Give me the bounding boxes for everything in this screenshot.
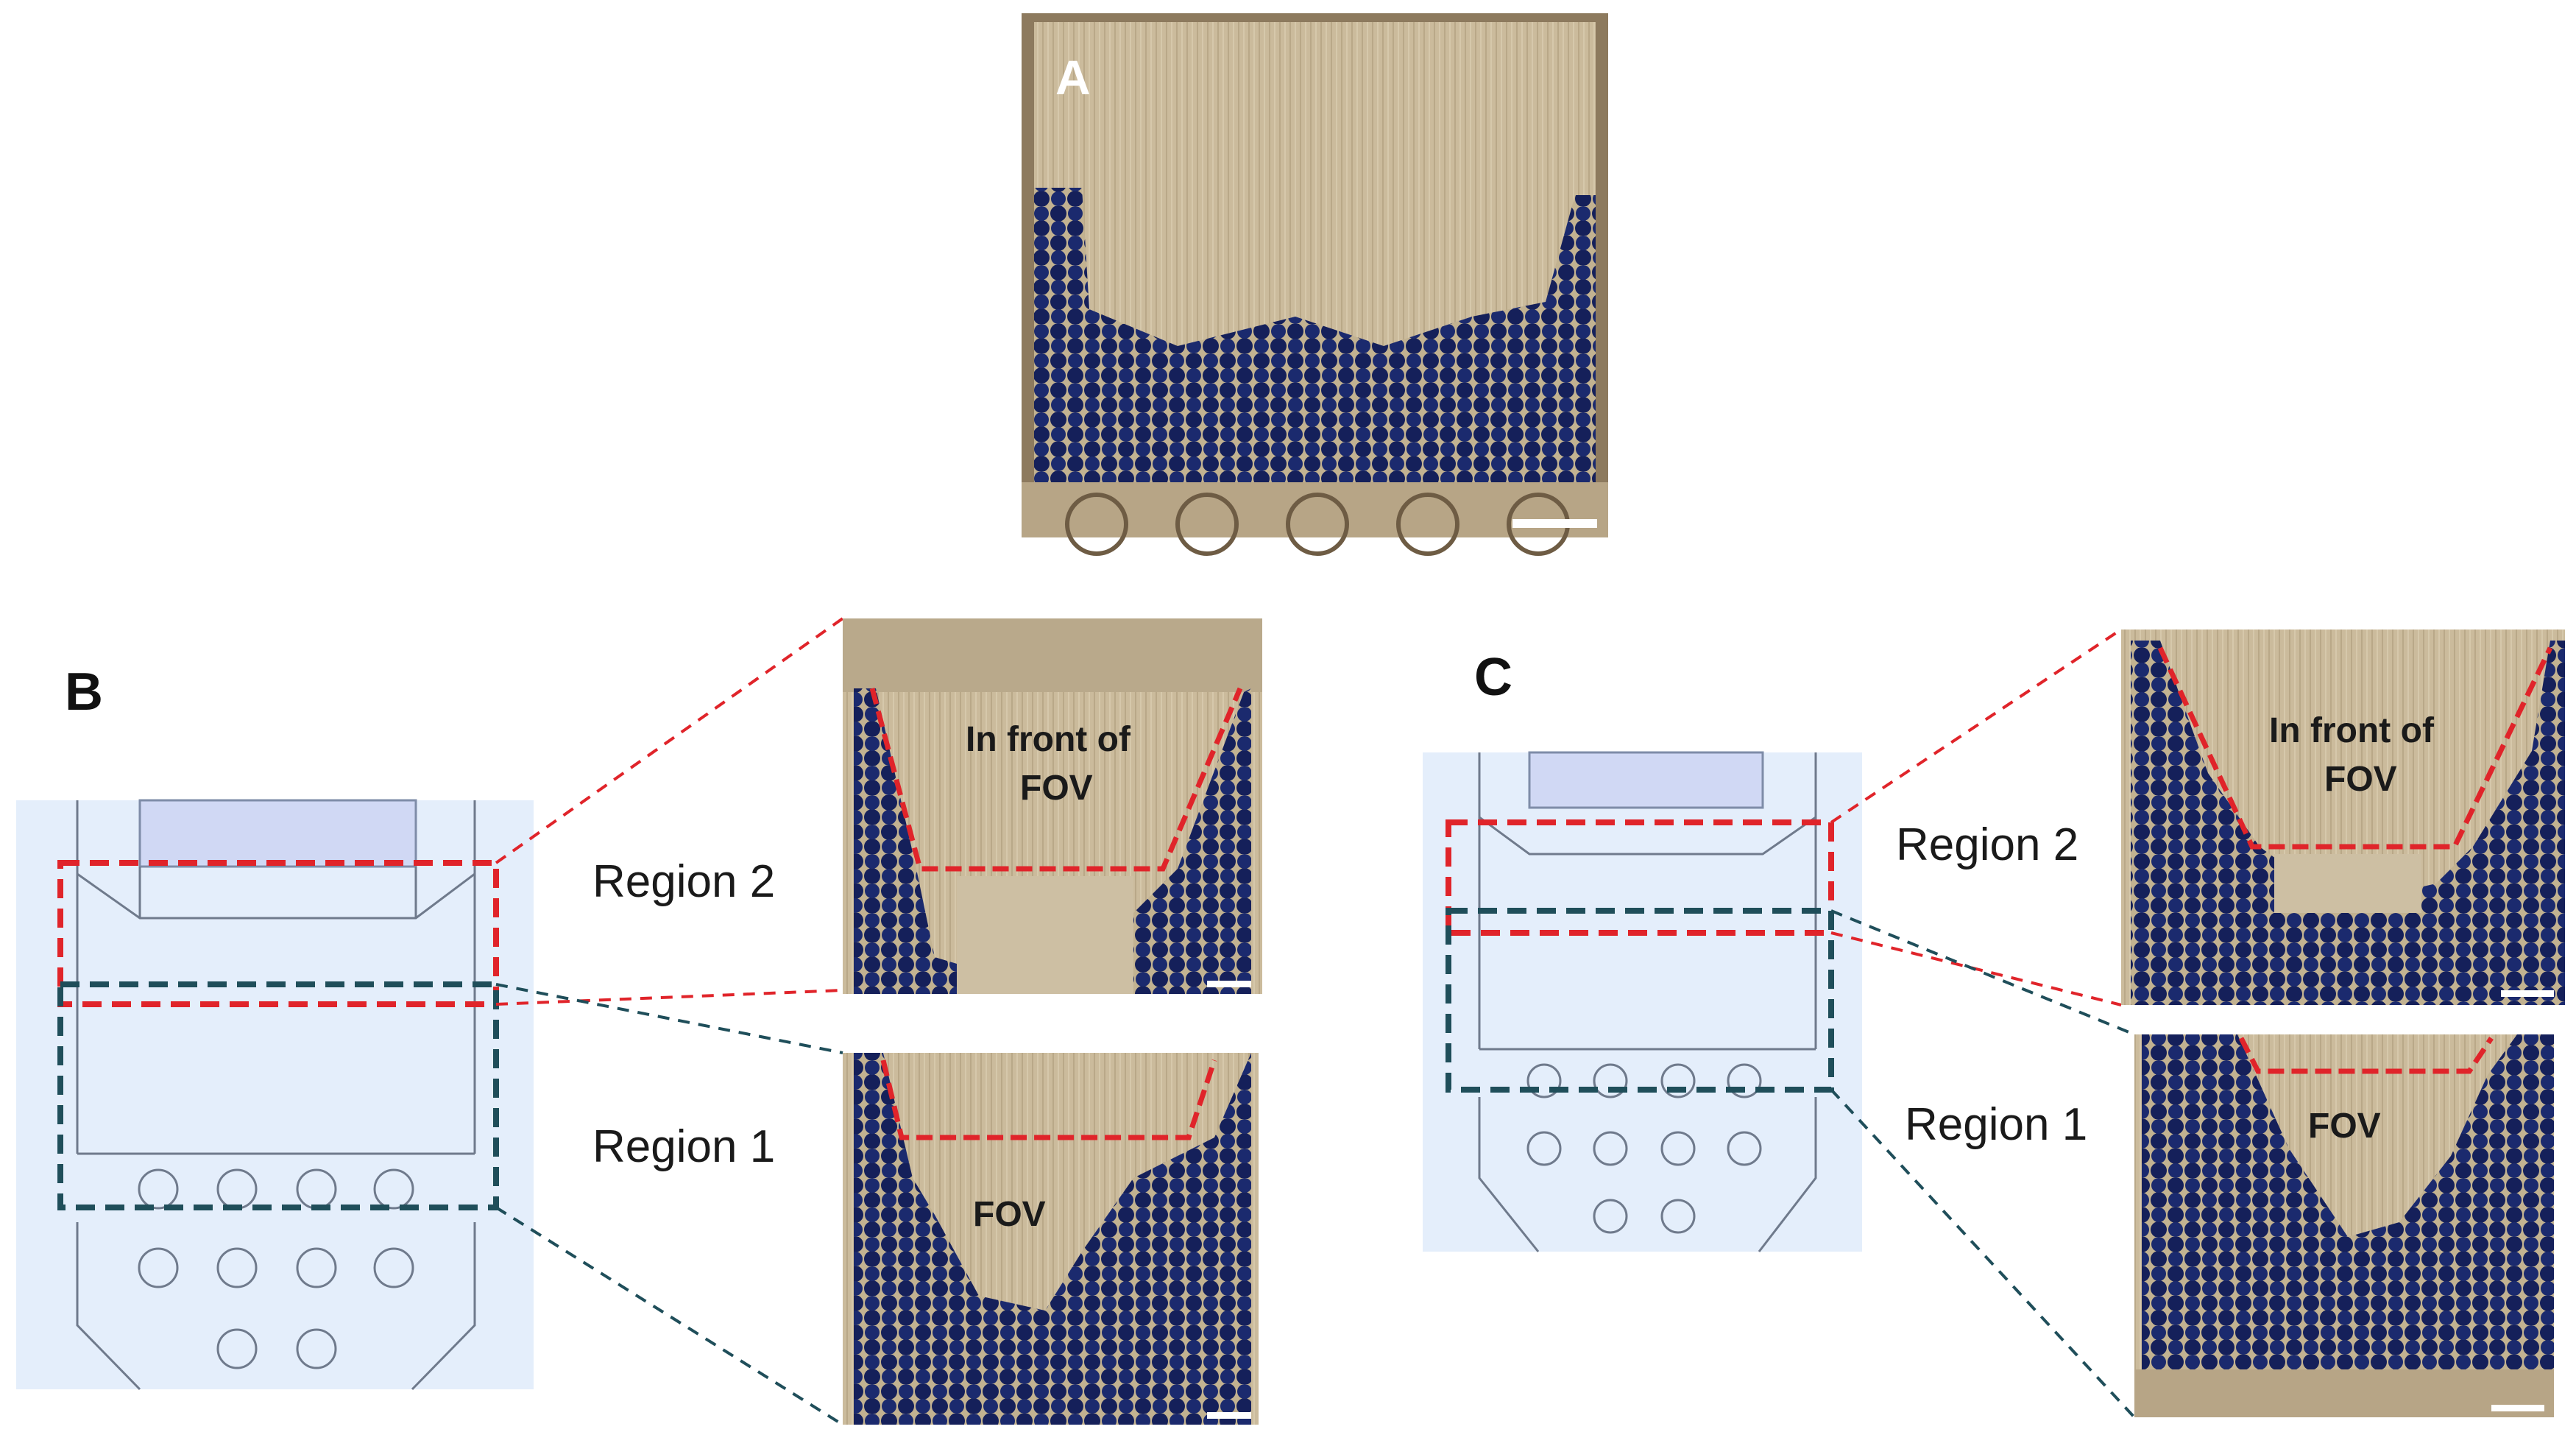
panel-b-pillar bbox=[373, 1168, 414, 1210]
panel-b-pillar bbox=[296, 1247, 337, 1288]
panel-c-region2-connector bbox=[1830, 628, 2123, 824]
panel-b-region2-connector bbox=[495, 617, 844, 864]
panel-c-region1-connector bbox=[1830, 1088, 2136, 1419]
panel-b-region1-scale-bar bbox=[1207, 1412, 1251, 1419]
panel-c-region2-scale-bar bbox=[2501, 990, 2554, 997]
panel-c-region2-micrograph: In front of FOV bbox=[2121, 629, 2565, 1005]
panel-c-chamber-outline bbox=[1478, 752, 1817, 856]
panel-c-pillar bbox=[1727, 1063, 1762, 1098]
panel-b-pillar bbox=[138, 1168, 179, 1210]
panel-c-schematic-background bbox=[1423, 752, 1862, 1252]
panel-c-pillar bbox=[1660, 1063, 1696, 1098]
panel-b-region2-beads bbox=[854, 688, 1251, 994]
panel-c-region2-beads bbox=[2131, 641, 2565, 1005]
panel-c-region2-boundary bbox=[2157, 646, 2553, 850]
panel-c-schematic bbox=[1423, 751, 1862, 1252]
panel-b-region1-connector bbox=[495, 983, 843, 1054]
panel-a-bottom-edge bbox=[1022, 482, 1608, 537]
panel-b-region2-overlay-line1: In front of bbox=[966, 720, 1131, 759]
panel-c-region1-box bbox=[1446, 908, 1834, 1093]
panel-c-pillar bbox=[1660, 1131, 1696, 1166]
panel-c-region1-bottom-edge bbox=[2134, 1369, 2554, 1417]
panel-b-schematic-background bbox=[16, 800, 534, 1389]
panel-c-region1-scale-bar bbox=[2491, 1405, 2544, 1411]
panel-c-pillar bbox=[1593, 1131, 1628, 1166]
panel-b-region1-boundary bbox=[880, 1059, 1217, 1140]
panel-a-pillar bbox=[1286, 493, 1349, 556]
panel-c-region2-overlay-line1: In front of bbox=[2269, 711, 2435, 750]
panel-b-region2-fov-area bbox=[957, 876, 1133, 994]
panel-b-region2-channel-top bbox=[843, 618, 1262, 692]
panel-b-region1-micrograph: FOV bbox=[843, 1053, 1259, 1425]
panel-b-outlet-taper bbox=[76, 1222, 476, 1391]
panel-c-region2-connector bbox=[1830, 931, 2122, 1006]
panel-c: C Region 2 Regio bbox=[1423, 628, 2565, 1419]
panel-b-pillar bbox=[296, 1328, 337, 1369]
panel-b-region2-box bbox=[57, 860, 499, 1007]
panel-b-region1-label: Region 1 bbox=[592, 1121, 775, 1172]
panel-b-region2-connector bbox=[495, 989, 843, 1006]
panel-b-region2-micrograph: In front of FOV bbox=[843, 618, 1262, 994]
panel-c-outlet-taper bbox=[1478, 1097, 1817, 1252]
panel-a-bead-pack bbox=[1034, 188, 1596, 482]
panel-c-pillar bbox=[1526, 1063, 1562, 1098]
panel-c-pillar bbox=[1593, 1063, 1628, 1098]
panel-c-letter: C bbox=[1474, 648, 1512, 707]
panel-c-region1-label: Region 1 bbox=[1905, 1099, 2087, 1150]
panel-b-region2-overlay-line2: FOV bbox=[1020, 769, 1093, 808]
panel-c-pillar bbox=[1660, 1199, 1696, 1234]
panel-b-schematic bbox=[16, 799, 534, 1391]
panel-c-region1-micrograph: FOV bbox=[2134, 1034, 2554, 1417]
panel-a: A bbox=[1022, 13, 1608, 556]
panel-c-region2-label: Region 2 bbox=[1896, 819, 2078, 870]
panel-a-pillar bbox=[1175, 493, 1239, 556]
panel-b-letter: B bbox=[65, 663, 103, 722]
panel-b: B Regi bbox=[16, 617, 1262, 1426]
panel-c-pillar bbox=[1593, 1199, 1628, 1234]
panel-b-region1-beads bbox=[854, 1053, 1251, 1425]
panel-b-region2-scale-bar bbox=[1207, 981, 1251, 987]
panel-c-region2-box bbox=[1446, 819, 1834, 936]
panel-c-region1-beads bbox=[2142, 1034, 2554, 1369]
panel-c-region1-connector bbox=[1830, 909, 2135, 1036]
panel-b-region1-overlay: FOV bbox=[973, 1195, 1046, 1234]
panel-c-inlet-block bbox=[1528, 751, 1764, 809]
panel-b-region1-connector bbox=[495, 1206, 844, 1426]
panel-b-pillar bbox=[216, 1247, 258, 1288]
panel-c-region1-overlay: FOV bbox=[2308, 1107, 2381, 1146]
panel-b-region2-boundary bbox=[869, 687, 1243, 872]
panel-b-pillar bbox=[138, 1247, 179, 1288]
panel-b-pillar bbox=[216, 1328, 258, 1369]
panel-b-region2-label: Region 2 bbox=[592, 856, 775, 907]
panel-c-region2-fov-area bbox=[2274, 854, 2421, 913]
panel-c-pillar bbox=[1526, 1131, 1562, 1166]
panel-c-region1-boundary bbox=[2238, 1037, 2494, 1074]
panel-c-pillar bbox=[1727, 1131, 1762, 1166]
panel-c-region2-overlay-line2: FOV bbox=[2324, 760, 2397, 799]
panel-b-region1-box bbox=[57, 981, 499, 1210]
panel-a-pillar bbox=[1396, 493, 1459, 556]
panel-b-inlet-block bbox=[138, 799, 417, 868]
panel-a-letter: A bbox=[1055, 50, 1091, 105]
panel-a-pillar bbox=[1065, 493, 1128, 556]
panel-a-scale-bar bbox=[1512, 519, 1597, 528]
panel-b-pillar bbox=[373, 1247, 414, 1288]
